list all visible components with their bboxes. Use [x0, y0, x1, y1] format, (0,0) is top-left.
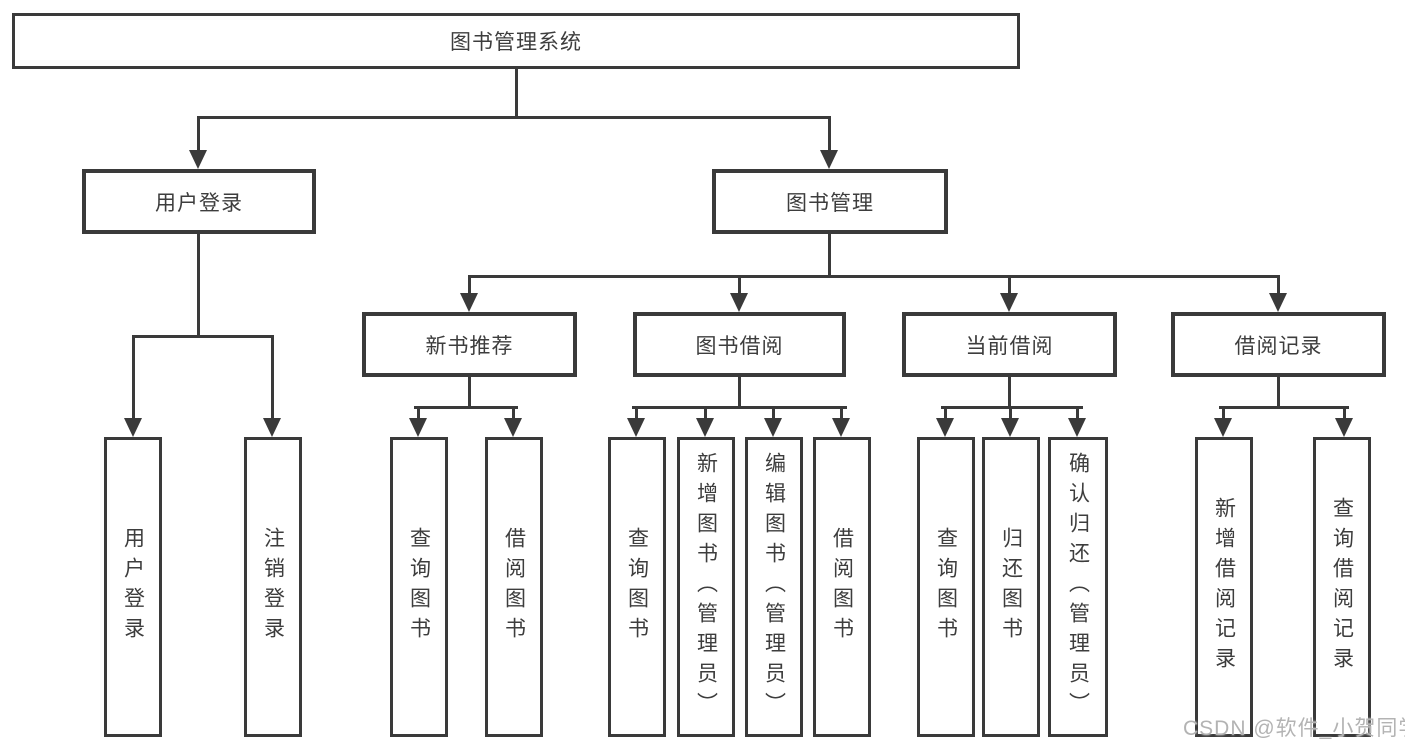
connector-book-management-drop [828, 234, 831, 277]
leaf-user-login: 用户登录 [104, 437, 162, 737]
node-label: 新增图书（管理员） [694, 452, 718, 722]
connector-root-rail [197, 116, 831, 119]
node-label: 用户登录 [155, 191, 243, 215]
csdn-watermark: CSDN @软件_小贺同学 [1183, 717, 1405, 740]
leaf-edit-book-admin: 编辑图书（管理员） [745, 437, 803, 737]
connector-drop-book-management [828, 116, 831, 151]
connector-new-book-rail [414, 406, 518, 409]
connector-drop-new-book [468, 275, 471, 294]
leaf-query-borrow-record: 查询借阅记录 [1313, 437, 1371, 737]
connector-book-borrowing-drop [738, 377, 741, 408]
node-label: 借阅图书 [502, 527, 526, 647]
arrowhead-add-borrow-record [1214, 418, 1232, 437]
arrowhead-borrow-books-1 [504, 418, 522, 437]
connector-drop-borrow-books-2 [840, 406, 843, 419]
connector-current-borrowing-rail [941, 406, 1083, 409]
node-label: 归还图书 [999, 527, 1023, 647]
leaf-confirm-return-admin: 确认归还（管理员） [1048, 437, 1108, 737]
leaf-return-books: 归还图书 [982, 437, 1040, 737]
arrowhead-user-login [189, 150, 207, 169]
arrowhead-query-borrow-record [1335, 418, 1353, 437]
arrowhead-borrowing-records [1269, 293, 1287, 312]
node-label: 图书借阅 [695, 334, 784, 358]
node-book-management: 图书管理 [712, 169, 948, 234]
connector-user-login-rail [132, 335, 274, 338]
connector-drop-current-borrowing [1008, 275, 1011, 294]
node-label: 当前借阅 [965, 334, 1054, 358]
connector-drop-edit-book [772, 406, 775, 419]
connector-drop-query-books-1 [417, 406, 420, 419]
arrowhead-query-books-2 [627, 418, 645, 437]
node-label: 新书推荐 [425, 334, 514, 358]
leaf-add-book-admin: 新增图书（管理员） [677, 437, 735, 737]
node-label: 借阅图书 [830, 527, 854, 647]
connector-drop-add-book [704, 406, 707, 419]
connector-drop-add-borrow-record [1222, 406, 1225, 419]
connector-current-borrowing-drop [1008, 377, 1011, 408]
connector-user-login-drop [197, 234, 200, 337]
connector-drop-borrowing-records [1277, 275, 1280, 294]
connector-level3-rail [468, 275, 1280, 278]
arrowhead-return-books [1001, 418, 1019, 437]
connector-drop-leaf-user-login [132, 335, 135, 418]
leaf-query-books-current: 查询图书 [917, 437, 975, 737]
leaf-logout: 注销登录 [244, 437, 302, 737]
connector-book-borrowing-rail [632, 406, 847, 409]
node-book-borrowing: 图书借阅 [633, 312, 846, 377]
leaf-borrow-books-borrowing: 借阅图书 [813, 437, 871, 737]
node-label: 查询借阅记录 [1330, 497, 1354, 677]
node-label: 确认归还（管理员） [1066, 452, 1090, 722]
node-label: 查询图书 [407, 527, 431, 647]
node-label: 编辑图书（管理员） [762, 452, 786, 722]
arrowhead-borrow-books-2 [832, 418, 850, 437]
arrowhead-add-book [696, 418, 714, 437]
node-current-borrowing: 当前借阅 [902, 312, 1117, 377]
node-label: 新增借阅记录 [1212, 497, 1236, 677]
node-label: 注销登录 [261, 527, 285, 647]
node-label: 借阅记录 [1234, 334, 1323, 358]
connector-drop-book-borrowing [738, 275, 741, 294]
connector-drop-query-borrow-record [1343, 406, 1346, 419]
arrowhead-current-borrowing [1000, 293, 1018, 312]
arrowhead-query-books-1 [409, 418, 427, 437]
connector-drop-query-books-3 [944, 406, 947, 419]
connector-drop-borrow-books-1 [512, 406, 515, 419]
arrowhead-query-books-3 [936, 418, 954, 437]
leaf-borrow-books-recommend: 借阅图书 [485, 437, 543, 737]
node-user-login: 用户登录 [82, 169, 316, 234]
arrowhead-leaf-logout [263, 418, 281, 437]
node-label: 查询图书 [625, 527, 649, 647]
node-label: 图书管理系统 [450, 31, 582, 54]
connector-drop-query-books-2 [635, 406, 638, 419]
node-new-book-recommendation: 新书推荐 [362, 312, 577, 377]
connector-borrowing-records-rail [1219, 406, 1349, 409]
arrowhead-leaf-user-login [124, 418, 142, 437]
arrowhead-book-management [820, 150, 838, 169]
connector-root-drop [515, 69, 518, 118]
connector-drop-return-books [1009, 406, 1012, 419]
arrowhead-new-book [460, 293, 478, 312]
connector-new-book-drop [468, 377, 471, 408]
node-label: 查询图书 [934, 527, 958, 647]
node-label: 图书管理 [786, 191, 874, 215]
arrowhead-book-borrowing [730, 293, 748, 312]
node-library-management-system: 图书管理系统 [12, 13, 1020, 69]
leaf-add-borrow-record: 新增借阅记录 [1195, 437, 1253, 737]
arrowhead-confirm-return [1068, 418, 1086, 437]
arrowhead-edit-book [764, 418, 782, 437]
connector-drop-leaf-logout [271, 335, 274, 418]
connector-drop-user-login [197, 116, 200, 151]
connector-drop-confirm-return [1076, 406, 1079, 419]
leaf-query-books-borrowing: 查询图书 [608, 437, 666, 737]
node-label: 用户登录 [121, 527, 145, 647]
connector-borrowing-records-drop [1277, 377, 1280, 408]
leaf-query-books-recommend: 查询图书 [390, 437, 448, 737]
node-borrowing-records: 借阅记录 [1171, 312, 1386, 377]
